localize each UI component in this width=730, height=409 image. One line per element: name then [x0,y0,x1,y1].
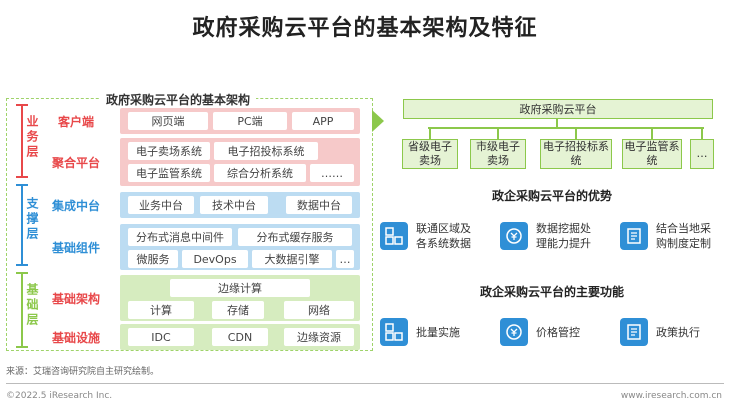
subsystem-box: 市级电子卖场 [470,139,526,169]
component-cell: 业务中台 [128,196,194,214]
row-label: 聚合平台 [51,156,100,170]
component-cell: 电子招投标系统 [214,142,318,160]
database-grid-icon [380,222,408,250]
function-text: 批量实施 [416,326,460,339]
advantage-text: 数据挖掘处理能力提升 [536,222,591,250]
price-coin-icon [500,318,528,346]
connector [701,127,703,139]
component-cell: 存储 [212,301,264,319]
component-cell: 电子监管系统 [128,164,210,182]
connector [651,127,653,139]
component-cell: 网络 [284,301,354,319]
layer-line [21,184,23,266]
policy-document-icon [620,222,648,250]
component-cell: … [336,250,354,268]
component-cell: 技术中台 [200,196,268,214]
connector [575,127,577,139]
policy-document-icon [620,318,648,346]
subsystem-box: … [690,139,714,169]
layer-label: 业务层 [25,115,39,160]
component-cell: 分布式缓存服务 [238,228,352,246]
component-cell: 边缘资源 [284,328,354,346]
component-cell: …… [310,164,354,182]
component-cell: 计算 [128,301,194,319]
functions-title: 政企采购云平台的主要功能 [480,285,625,299]
component-cell: 边缘计算 [170,279,310,297]
component-cell: 分布式消息中间件 [128,228,232,246]
layer-line [21,272,23,348]
layer-label: 支撑层 [25,197,39,242]
source-note: 来源：艾瑞咨询研究院自主研究绘制。 [6,367,160,377]
connector [556,119,558,128]
component-cell: 大数据引擎 [252,250,332,268]
component-cell: 微服务 [128,250,178,268]
connector [497,127,499,139]
layer-cap-bottom [16,176,28,178]
component-cell: 数据中台 [286,196,352,214]
component-cell: CDN [212,328,268,346]
layer-line [21,104,23,178]
function-text: 价格管控 [536,326,580,339]
component-cell: PC端 [213,112,287,130]
subsystem-box: 电子招投标系统 [540,139,612,169]
flow-arrow [372,110,384,132]
component-cell: IDC [128,328,194,346]
row-label: 基础设施 [51,331,100,345]
mining-coin-icon [500,222,528,250]
copyright: ©2022.5 iResearch Inc. [6,391,113,401]
function-text: 政策执行 [656,326,700,339]
site-url: www.iresearch.com.cn [620,391,722,401]
connector [429,127,431,139]
component-cell: APP [292,112,354,130]
cloud-platform-box: 政府采购云平台 [403,99,713,119]
advantage-text: 结合当地采购制度定制 [656,222,711,250]
component-cell: DevOps [182,250,248,268]
component-cell: 网页端 [128,112,208,130]
subsystem-box: 省级电子卖场 [402,139,458,169]
footer-divider [6,383,724,384]
connector [428,127,704,129]
layer-cap-bottom [16,346,28,348]
page-title: 政府采购云平台的基本架构及特征 [192,16,538,41]
layer-label: 基础层 [25,283,39,328]
component-cell: 综合分析系统 [214,164,306,182]
row-label: 基础组件 [51,241,100,255]
advantages-title: 政企采购云平台的优势 [492,189,613,203]
row-label: 客户端 [57,115,94,129]
advantage-text: 联通区域及各系统数据 [416,222,471,250]
subsystem-box: 电子监管系统 [622,139,682,169]
architecture-title: 政府采购云平台的基本架构 [100,91,257,108]
row-label: 基础架构 [51,292,100,306]
component-cell: 电子卖场系统 [128,142,210,160]
layer-cap-bottom [16,264,28,266]
batch-grid-icon [380,318,408,346]
row-label: 集成中台 [51,199,100,213]
